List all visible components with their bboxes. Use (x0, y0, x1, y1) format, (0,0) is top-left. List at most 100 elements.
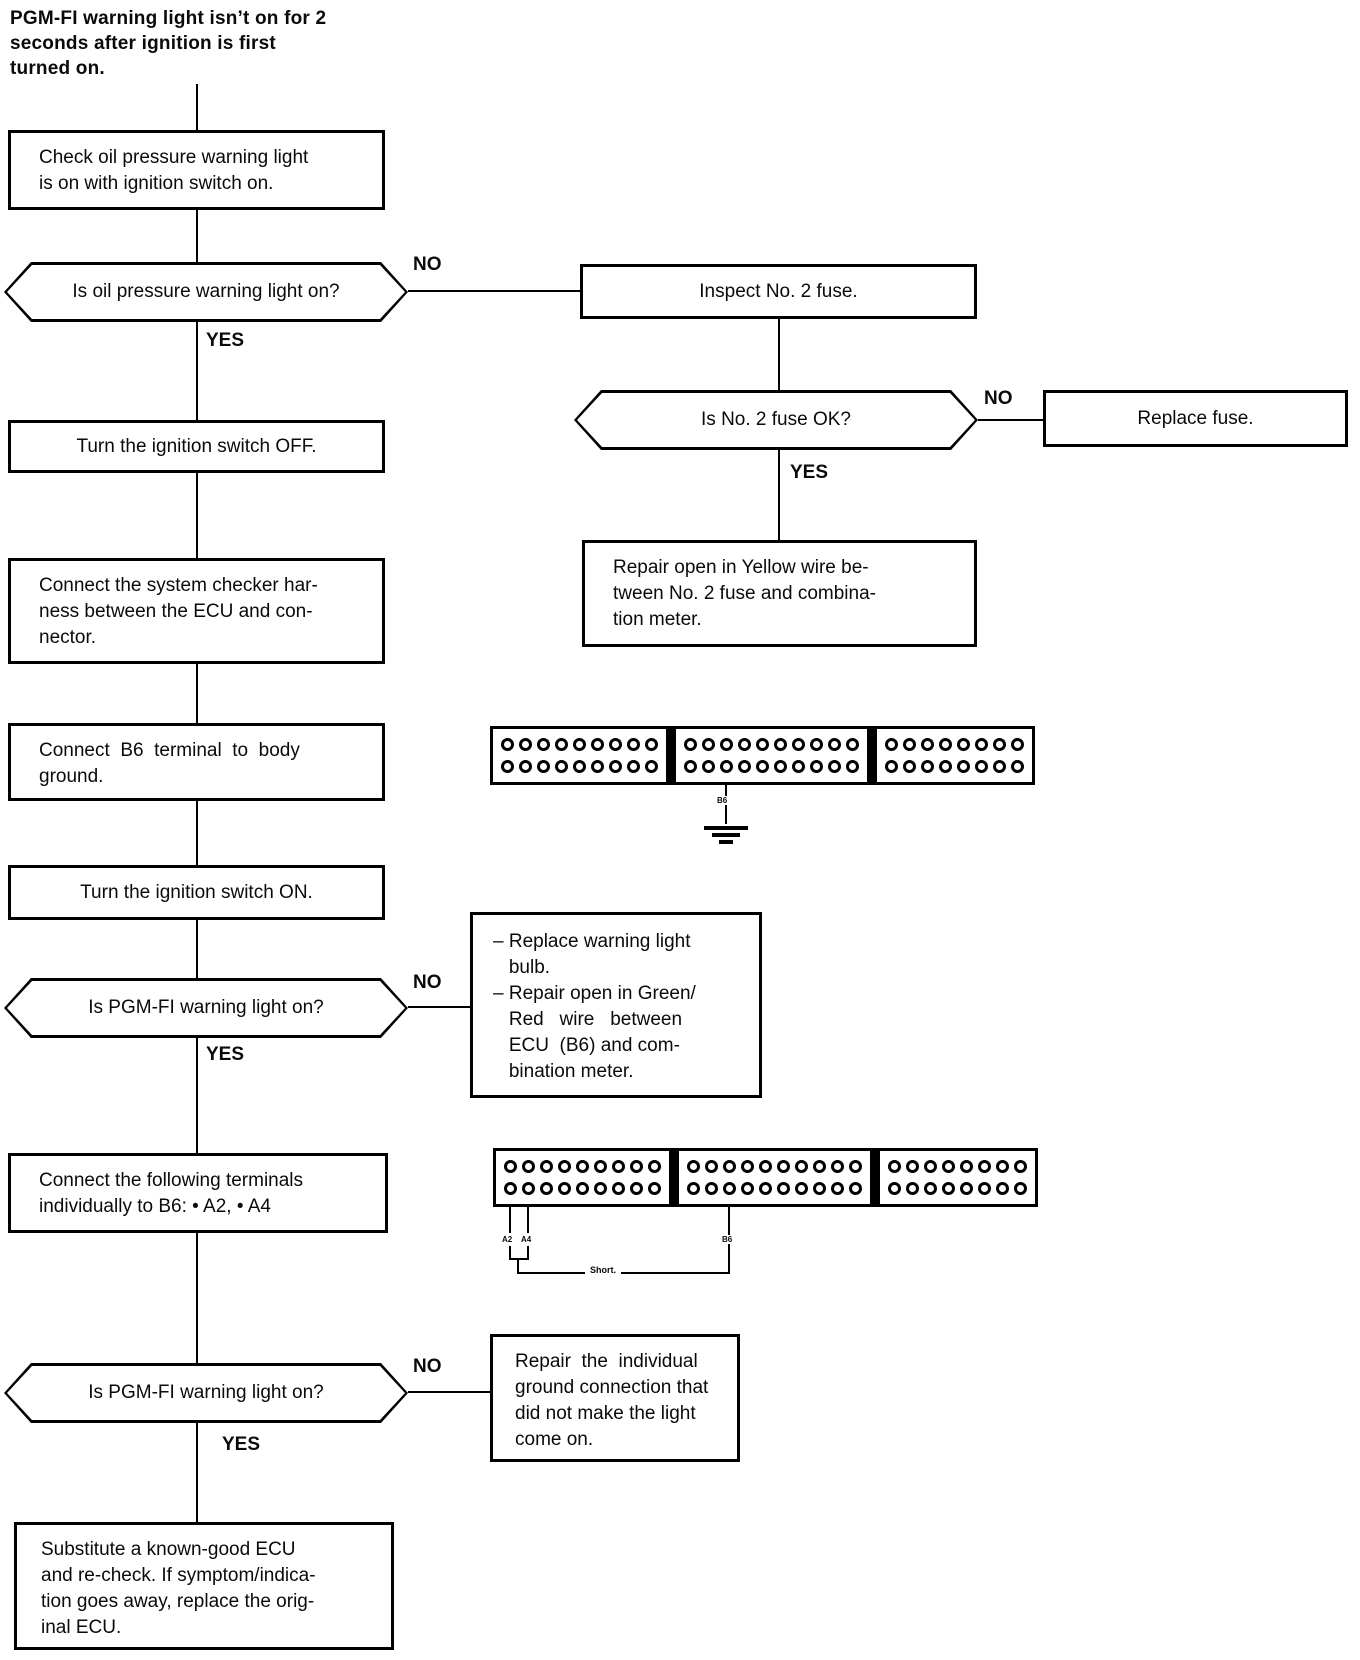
flow-line (408, 1006, 470, 1008)
connector-pin (903, 760, 916, 773)
label-yes: YES (206, 1044, 245, 1065)
connector-pin (504, 1182, 517, 1195)
flow-line (408, 1391, 490, 1393)
connector-pin (594, 1160, 607, 1173)
label-no: NO (413, 1356, 442, 1377)
connector-pin (885, 760, 898, 773)
decision-fill (7, 1366, 405, 1420)
connector-pin (630, 1160, 643, 1173)
connector-pin (702, 760, 715, 773)
connector-pin-row (888, 1182, 1027, 1195)
connector-pin (960, 1182, 973, 1195)
connector-pin (903, 738, 916, 751)
connector-pin (828, 760, 841, 773)
connector-pin (627, 738, 640, 751)
decision-oil-pressure-light: Is oil pressure warning light on? (4, 262, 408, 322)
connector-pin (957, 738, 970, 751)
connector-pin (627, 760, 640, 773)
a4-terminal-label: A4 (520, 1235, 533, 1244)
connector-pin (738, 760, 751, 773)
connector-pin (702, 738, 715, 751)
connector-section (679, 1151, 870, 1204)
connector-pin (888, 1182, 901, 1195)
connector-pin (594, 1182, 607, 1195)
flow-line (196, 920, 198, 978)
connector-pin (645, 760, 658, 773)
connector-pin (573, 738, 586, 751)
process-box-inspect-fuse: Inspect No. 2 fuse. (580, 264, 977, 319)
connector-pin (723, 1160, 736, 1173)
flowchart-title: PGM-FI warning light isn’t on for 2 seco… (10, 8, 327, 79)
connector-pin (519, 738, 532, 751)
flow-line (196, 664, 198, 723)
process-box-replace-bulb-repair-wire: – Replace warning light bulb. – Repair o… (470, 912, 762, 1098)
flow-line (196, 210, 198, 262)
connector-pin (591, 738, 604, 751)
connector-pin-row (684, 738, 859, 751)
decision-label: Is PGM-FI warning light on? (88, 997, 324, 1018)
connector-pin (612, 1182, 625, 1195)
connector-pin (813, 1182, 826, 1195)
connector-pin (684, 738, 697, 751)
connector-pin (777, 1160, 790, 1173)
connector-pin (576, 1160, 589, 1173)
flow-line (778, 319, 780, 390)
connector-pin (849, 1160, 862, 1173)
connector-section (676, 729, 867, 782)
connector-pin (720, 738, 733, 751)
connector-pin (777, 1182, 790, 1195)
connector-pin (537, 760, 550, 773)
connector-pin (942, 1160, 955, 1173)
connector-pin (906, 1160, 919, 1173)
a4-wire (527, 1207, 529, 1233)
connector-pin (792, 760, 805, 773)
connector-pin (741, 1182, 754, 1195)
connector-pin-row (885, 738, 1024, 751)
ground-symbol (719, 840, 733, 844)
process-box-check-oil-light: Check oil pressure warning light is on w… (8, 130, 385, 210)
connector-pin (687, 1182, 700, 1195)
flow-line (196, 1233, 198, 1363)
decision-pgmfi-light-1: Is PGM-FI warning light on? (4, 978, 408, 1038)
decision-fuse-ok: Is No. 2 fuse OK? (574, 390, 978, 450)
connector-pin (648, 1160, 661, 1173)
connector-pin (756, 738, 769, 751)
process-box-connect-checker-harness: Connect the system checker har- ness bet… (8, 558, 385, 664)
connector-pin (540, 1160, 553, 1173)
connector-pin (723, 1182, 736, 1195)
connector-pin (540, 1182, 553, 1195)
label-yes: YES (790, 462, 829, 483)
connector-pin (921, 760, 934, 773)
connector-pin (885, 738, 898, 751)
connector-pin (648, 1182, 661, 1195)
connector-pin (741, 1160, 754, 1173)
connector-pin (519, 760, 532, 773)
connector-section (493, 729, 666, 782)
connector-pin (978, 1160, 991, 1173)
connector-pin (501, 738, 514, 751)
connector-pin (795, 1160, 808, 1173)
connector-pin (795, 1182, 808, 1195)
b6-terminal-label: B6 (721, 1235, 734, 1244)
connector-pin (975, 760, 988, 773)
connector-pin (924, 1182, 937, 1195)
connector-pin (831, 1182, 844, 1195)
connector-pin (609, 760, 622, 773)
connector-pin (996, 1160, 1009, 1173)
connector-pin (978, 1182, 991, 1195)
flow-line (778, 450, 780, 540)
connector-pin (501, 760, 514, 773)
decision-fill (7, 265, 405, 319)
connector-pin (828, 738, 841, 751)
process-box-connect-terminals: Connect the following terminals individu… (8, 1153, 388, 1233)
connector-pin (831, 1160, 844, 1173)
ground-symbol (712, 833, 740, 837)
connector-pin (558, 1160, 571, 1173)
flow-line (527, 1246, 529, 1258)
connector-pin (993, 738, 1006, 751)
connector-pin (759, 1182, 772, 1195)
connector-pin (705, 1160, 718, 1173)
flow-line (509, 1258, 529, 1260)
connector-pin (1011, 738, 1024, 751)
